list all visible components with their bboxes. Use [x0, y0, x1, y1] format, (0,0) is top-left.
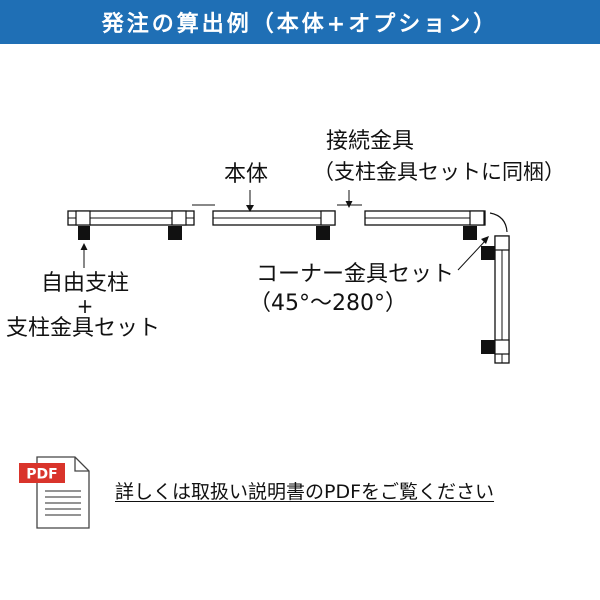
title-banner: 発注の算出例（本体+オプション） [0, 0, 600, 44]
label-connector-title: 接続金具 [326, 129, 415, 154]
leader-main-body [246, 190, 254, 212]
label-free-post: 自由支柱 [40, 271, 129, 296]
leader-connector [345, 190, 353, 208]
label-plus: + [76, 294, 94, 318]
right-frame-section [364, 210, 486, 240]
label-connector-note: （支柱金具セットに同梱） [313, 160, 565, 184]
vertical-frame-section [481, 235, 510, 364]
left-post-foot-2 [168, 226, 182, 240]
right-post-foot [463, 226, 477, 240]
main-body-section [212, 210, 336, 240]
label-post-bracket-set: 支柱金具セット [6, 316, 161, 341]
vertical-post-foot-2 [481, 340, 495, 354]
label-corner-angle: （45°〜280°） [249, 291, 407, 316]
main-body-post-foot [316, 226, 330, 240]
vertical-post-foot-1 [481, 246, 495, 260]
pdf-file-icon[interactable]: PDF [17, 455, 99, 531]
leader-corner [457, 236, 489, 271]
label-corner-set: コーナー金具セット [256, 262, 455, 287]
left-post-foot-1 [78, 226, 90, 240]
pdf-badge-text: PDF [26, 467, 57, 483]
pdf-badge [19, 463, 65, 483]
corner-arc [489, 212, 508, 233]
banner-title: 発注の算出例（本体+オプション） [101, 12, 499, 37]
left-frame-section [67, 210, 195, 240]
pdf-manual-link[interactable]: 詳しくは取扱い説明書のPDFをご覧ください [115, 481, 495, 503]
label-main-body: 本体 [224, 162, 269, 187]
leader-free-post [80, 243, 88, 268]
